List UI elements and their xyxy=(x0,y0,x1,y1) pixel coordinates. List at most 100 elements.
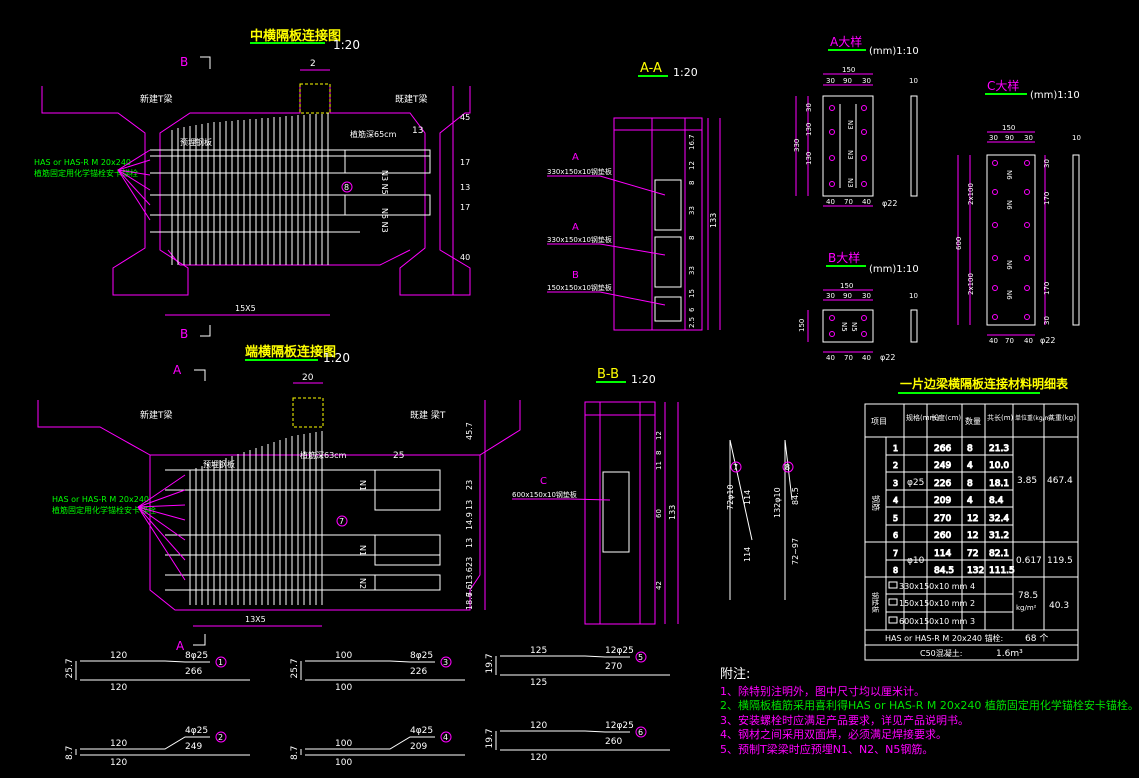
table-title: 一片边梁横隔板连接材料明细表 xyxy=(900,376,1069,391)
n8-len-b: 72~97 xyxy=(791,538,800,565)
row-qty: 8 xyxy=(967,479,973,489)
detail-c-dim-9: 170 xyxy=(1043,192,1051,205)
mid-cut-top: B xyxy=(180,55,188,69)
bar-circle-no: 2 xyxy=(218,733,223,742)
mid-beam-right: 既建T梁 xyxy=(395,93,428,105)
aa-dim-9: 2.5 xyxy=(688,317,696,328)
th-length: 长度(cm) xyxy=(931,413,961,422)
bar-spec: 12φ25 xyxy=(605,721,634,731)
bar-circle-no: 5 xyxy=(638,653,643,662)
row-total: 111.5 xyxy=(989,566,1015,576)
bar-top-len: 100 xyxy=(335,739,352,749)
detail-c-dim-6: 600 xyxy=(955,237,963,250)
bar-mid-len: 260 xyxy=(605,737,622,747)
bar-circle xyxy=(440,731,452,743)
bar-circle xyxy=(440,656,452,668)
detail-a-unit: (mm)1:10 xyxy=(869,46,919,57)
aa-plate2-tag: A xyxy=(572,222,579,233)
unit-10: 0.617 xyxy=(1016,556,1042,566)
bar-circle-no: 1 xyxy=(218,658,223,667)
mid-bolt-note-2: 植筋固定用化学锚栓安卡锚栓 xyxy=(34,168,138,178)
detail-b-tag-2: N5 xyxy=(850,322,858,332)
row-qty: 72 xyxy=(967,549,978,559)
row-length: 114 xyxy=(934,549,951,559)
end-dim-13x5: 13X5 xyxy=(245,615,266,624)
n7-len-b: 114 xyxy=(743,547,752,562)
note-line-2: 2、横隔板植筋采用喜利得HAS or HAS-R M 20x240 植筋固定用化… xyxy=(720,699,1139,712)
end-right-dim-4: 14.9 xyxy=(465,512,474,530)
material-table: 一片边梁横隔板连接材料明细表 项目 规格(mm) 长度(cm) 数量 共长(m)… xyxy=(864,376,1079,661)
detail-b-dim-2: 30 xyxy=(826,292,835,300)
end-cut-top: A xyxy=(173,363,182,377)
detail-a-dim-11: 70 xyxy=(844,198,853,206)
bb-plate-desc: 600x150x10钢垫板 xyxy=(512,490,577,499)
detail-c-dim-5: 10 xyxy=(1072,134,1081,142)
aa-total: 133 xyxy=(709,213,718,228)
aa-dim-2: 12 xyxy=(688,161,696,170)
detail-a-hole: φ22 xyxy=(882,199,897,208)
aa-dim-5: 33 xyxy=(688,266,696,275)
aa-plate1-tag: A xyxy=(572,152,579,163)
plate-spec-1: 330x150x10 mm xyxy=(899,582,968,591)
end-rebar-tag-2: N1 xyxy=(358,545,367,556)
mid-dim-15x5: 15X5 xyxy=(235,304,256,313)
detail-a-tag-3: N3 xyxy=(846,178,854,188)
detail-b-dim-1: 150 xyxy=(840,282,853,290)
plate-weight: 40.3 xyxy=(1049,601,1069,611)
bb-plate-tag: C xyxy=(540,476,547,487)
row-total: 32.4 xyxy=(989,514,1009,524)
aa-scale: 1:20 xyxy=(673,66,698,79)
end-embed-label: 预埋钢板 xyxy=(203,459,235,469)
mid-right-dim-1: 45 xyxy=(460,113,470,122)
spec-25: φ25 xyxy=(907,478,924,488)
end-beam-left: 新建T梁 xyxy=(140,409,173,421)
detail-a-tag-1: N3 xyxy=(846,120,854,130)
plate-qty-1: 4 xyxy=(970,582,975,591)
bb-scale: 1:20 xyxy=(631,373,656,386)
notes-title: 附注: xyxy=(720,667,751,682)
bar-circle-no: 3 xyxy=(443,658,448,667)
end-width-dim: 20 xyxy=(302,373,314,383)
mid-width-dim: 2 xyxy=(310,59,316,69)
detail-a: A大样 (mm)1:10 N3 N3 N3 150 30 90 30 10 30… xyxy=(793,34,919,208)
n7-circle: 7 xyxy=(733,463,738,472)
end-rebar-tag-1: N1 xyxy=(358,480,367,491)
bar-height: 25.7 xyxy=(290,658,300,678)
th-weight: 共重(kg) xyxy=(1048,413,1076,422)
detail-a-dim-10: 40 xyxy=(826,198,835,206)
detail-b-dim-4: 30 xyxy=(862,292,871,300)
detail-b-dim-7: 40 xyxy=(826,354,835,362)
bar-circle-no: 6 xyxy=(638,728,643,737)
end-right-dim-7: 13.6 xyxy=(465,567,474,585)
bar-spec: 12φ25 xyxy=(605,646,634,656)
row-no: 8 xyxy=(893,566,898,575)
mid-beam-left: 新建T梁 xyxy=(140,93,173,105)
end-anchor-depth: 植筋深63cm xyxy=(300,450,347,460)
row-no: 7 xyxy=(893,549,898,558)
bar-spec: 8φ25 xyxy=(185,651,208,661)
bar-circle xyxy=(635,651,647,663)
bar-bottom-len: 120 xyxy=(110,683,127,693)
row-no: 1 xyxy=(893,444,898,453)
bar-top-len: 120 xyxy=(110,651,127,661)
row-length: 249 xyxy=(934,461,951,471)
row-qty: 132 xyxy=(967,566,984,576)
mid-right-dim-4: 17 xyxy=(460,203,470,212)
detail-b-title: B大样 xyxy=(828,250,860,265)
end-circle: 7 xyxy=(339,517,344,526)
row-no: 3 xyxy=(893,479,898,488)
detail-a-dim-8: 130 xyxy=(805,152,813,165)
bar-top-len: 120 xyxy=(530,721,547,731)
bar-top-leg xyxy=(500,655,630,658)
detail-a-title: A大样 xyxy=(830,34,862,49)
mid-dim-13: 13 xyxy=(412,126,423,136)
bolt-row: HAS or HAS-R M 20x240 锚栓: xyxy=(885,633,1003,643)
end-title: 端横隔板连接图 xyxy=(245,344,336,360)
spec-10: φ10 xyxy=(907,556,925,566)
bar-top-leg xyxy=(305,660,435,663)
th-total: 共长(m) xyxy=(987,413,1014,422)
group-plate: 钢垫板 xyxy=(871,592,880,613)
th-item: 项目 xyxy=(871,417,887,426)
concrete-row: C50混凝土: xyxy=(920,648,962,658)
row-qty: 8 xyxy=(967,444,973,454)
